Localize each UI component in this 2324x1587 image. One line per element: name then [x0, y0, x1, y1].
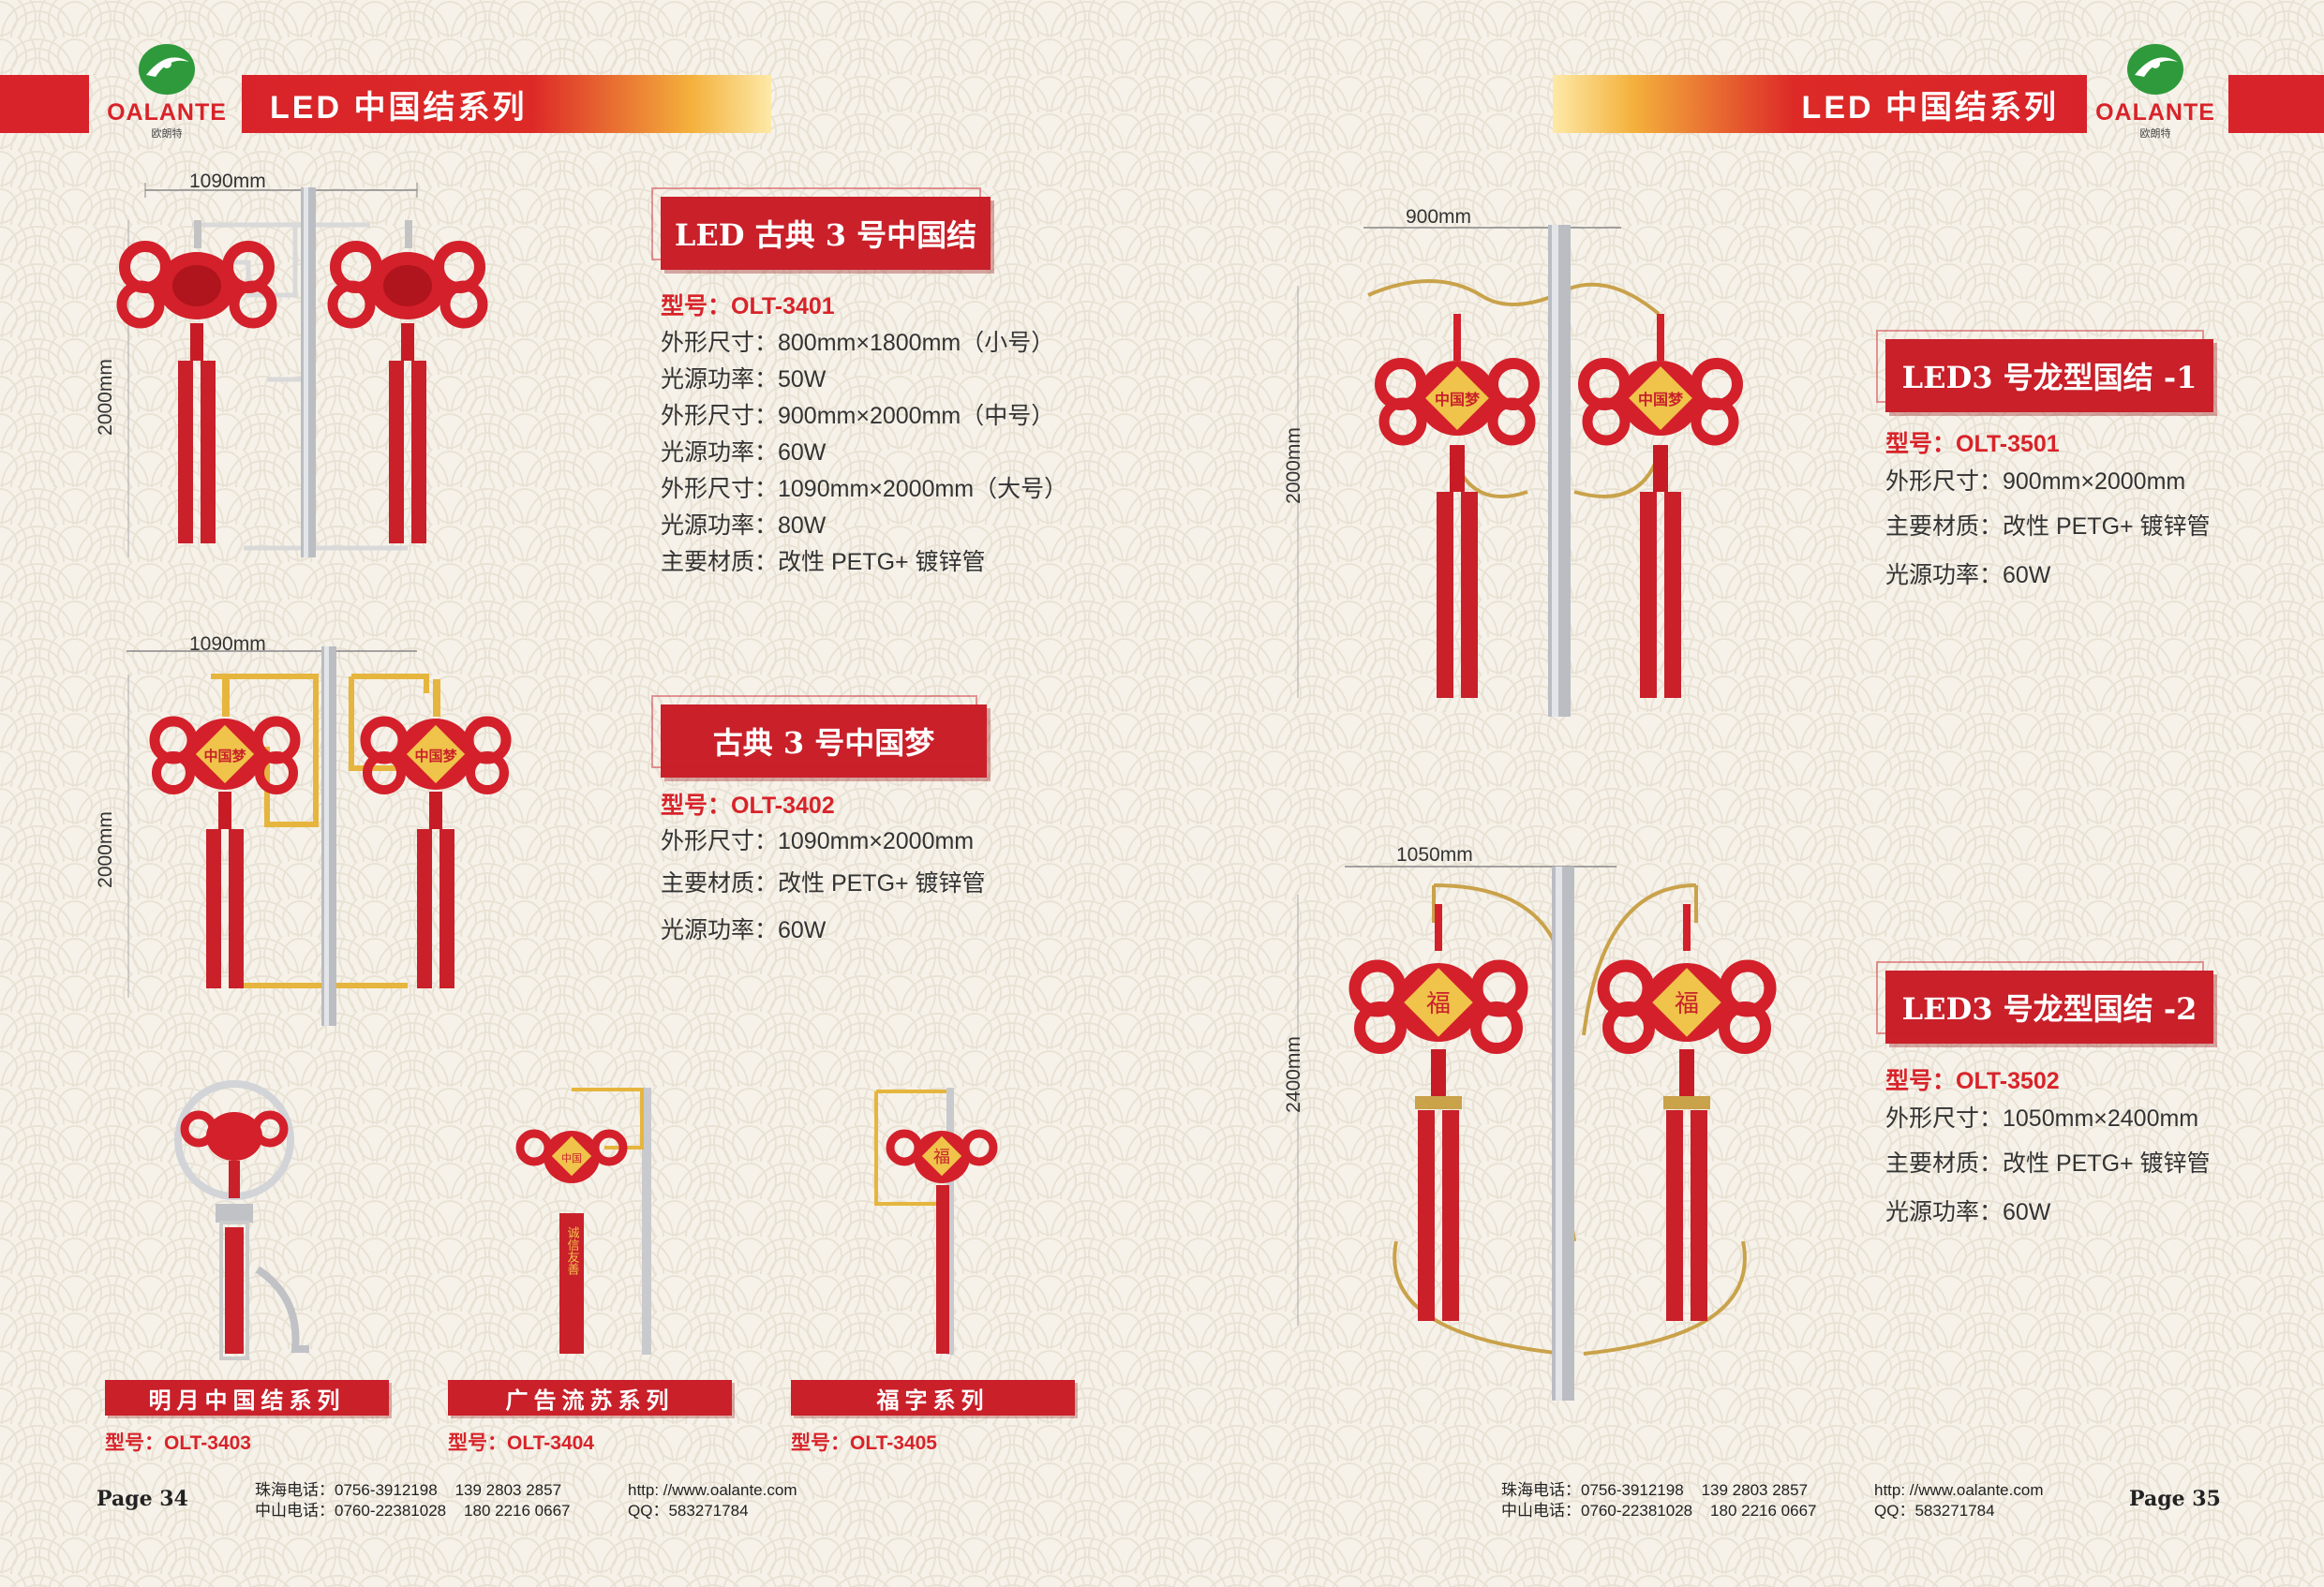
panel-text: 中国梦: [1638, 391, 1684, 408]
phone-zhongshan: 中山电话：0760-22381028: [255, 1502, 447, 1520]
spec-line: 光源功率：60W: [661, 439, 827, 466]
panel-text: 福: [1675, 990, 1699, 1018]
phone-zhuhai: 珠海电话：0756-3912198: [255, 1481, 438, 1499]
spec-line: 光源功率：50W: [661, 366, 827, 393]
footer-contact-left: 珠海电话：0756-3912198 139 2803 2857 中山电话：076…: [255, 1480, 570, 1521]
spec-line: 主要材质：改性 PETG+ 镀锌管: [661, 870, 986, 897]
caption-model: 型号：OLT-3405: [791, 1432, 937, 1454]
product-model: 型号：OLT-3501: [1885, 431, 2060, 457]
product-title-olt-3402: 古典 3 号中国梦: [651, 695, 987, 778]
product-model: 型号：OLT-3402: [661, 793, 835, 819]
caption-olt-3405: 福字系列: [791, 1380, 1075, 1416]
panel-text: 中国: [561, 1152, 582, 1164]
product-image-olt-3502: 福 福: [1297, 866, 1777, 1401]
caption-model: 型号：OLT-3403: [105, 1432, 251, 1454]
panel-text: 福: [933, 1148, 950, 1167]
product-image-olt-3401: [116, 183, 488, 557]
page-number-left: Page 34: [97, 1487, 188, 1511]
footer-web-left: http: //www.oalante.com QQ：583271784: [628, 1480, 797, 1521]
product-image-olt-3403: [174, 1080, 309, 1360]
footer-web-right: http: //www.oalante.com QQ：583271784: [1874, 1480, 2043, 1521]
product-title-olt-3401: LED 古典 3 号中国结: [651, 187, 991, 270]
phone-zhuhai: 珠海电话：0756-3912198: [1501, 1481, 1684, 1499]
panel-text: 福: [1426, 990, 1451, 1018]
product-model: 型号：OLT-3502: [1885, 1068, 2060, 1094]
panel-text: 中国梦: [203, 748, 246, 764]
website-link[interactable]: http: //www.oalante.com: [1874, 1481, 2044, 1499]
product-specs-olt-3402: 型号：OLT-3402 外形尺寸：1090mm×2000mm 主要材质：改性 P…: [661, 789, 986, 954]
caption-olt-3404: 广告流苏系列: [448, 1380, 732, 1416]
product-specs-olt-3502: 型号：OLT-3502 外形尺寸：1050mm×2400mm 主要材质：改性 P…: [1885, 1064, 2211, 1237]
width-dimension: 1050mm: [1396, 844, 1473, 866]
height-dimension: 2000mm: [1282, 427, 1304, 504]
product-title-olt-3502: LED3 号龙型国结 -2: [1876, 961, 2213, 1044]
header-red-strip-right: [2228, 75, 2324, 133]
spec-line: 主要材质：改性 PETG+ 镀锌管: [1885, 513, 2211, 540]
product-specs-olt-3501: 型号：OLT-3501 外形尺寸：900mm×2000mm 主要材质：改性 PE…: [1885, 427, 2211, 600]
spec-line: 主要材质：改性 PETG+ 镀锌管: [1885, 1150, 2211, 1177]
spec-line: 外形尺寸：1090mm×2000mm: [661, 828, 975, 854]
spec-line: 外形尺寸：900mm×2000mm（中号）: [661, 403, 1055, 429]
qq-contact: QQ：583271784: [628, 1502, 749, 1520]
brand-logo-left: OALANTE 欧朗特: [101, 36, 232, 140]
brand-name-cn: 欧朗特: [2139, 128, 2171, 140]
mobile-zhuhai: 139 2803 2857: [454, 1481, 562, 1499]
page-number-right: Page 35: [2129, 1487, 2221, 1511]
banner-text: 诚信友善: [565, 1226, 580, 1276]
caption-olt-3403: 明月中国结系列: [105, 1380, 389, 1416]
product-title-olt-3501: LED3 号龙型国结 -1: [1876, 330, 2213, 412]
spec-line: 主要材质：改性 PETG+ 镀锌管: [661, 549, 986, 575]
spec-line: 光源功率：60W: [661, 917, 827, 943]
product-specs-olt-3401: 型号：OLT-3401 外形尺寸：800mm×1800mm（小号） 光源功率：5…: [661, 289, 1067, 581]
header-red-strip-left: [0, 75, 89, 133]
brand-logo-right: OALANTE 欧朗特: [2090, 36, 2221, 140]
footer-contact-right: 珠海电话：0756-3912198 139 2803 2857 中山电话：076…: [1501, 1480, 1816, 1521]
height-dimension: 2400mm: [1282, 1036, 1304, 1113]
height-dimension: 2000mm: [94, 359, 116, 436]
series-banner-left: LED 中国结系列: [242, 75, 771, 133]
product-model: 型号：OLT-3401: [661, 293, 835, 319]
product-image-olt-3402: 中国梦 中国梦: [127, 646, 512, 1026]
width-dimension: 900mm: [1406, 206, 1472, 228]
series-banner-right: LED 中国结系列: [1553, 75, 2087, 133]
spec-line: 光源功率：60W: [1885, 562, 2051, 588]
logo-icon: [2127, 44, 2183, 95]
width-dimension: 1090mm: [189, 633, 266, 655]
spec-line: 光源功率：80W: [661, 512, 827, 539]
mobile-zhongshan: 180 2216 0667: [464, 1502, 571, 1520]
brand-name: OALANTE: [107, 99, 227, 126]
caption-model: 型号：OLT-3404: [448, 1432, 594, 1454]
spec-line: 外形尺寸：1050mm×2400mm: [1885, 1105, 2199, 1132]
brand-name-cn: 欧朗特: [151, 128, 183, 140]
height-dimension: 2000mm: [94, 811, 116, 888]
panel-text: 中国梦: [1435, 391, 1481, 408]
product-image-olt-3405: 福: [874, 1088, 998, 1355]
website-link[interactable]: http: //www.oalante.com: [628, 1481, 797, 1499]
panel-text: 中国梦: [414, 748, 457, 764]
spec-line: 外形尺寸：900mm×2000mm: [1885, 468, 2186, 495]
brand-name: OALANTE: [2095, 99, 2215, 126]
product-image-olt-3501: 中国梦 中国梦: [1297, 225, 1743, 717]
spec-line: 外形尺寸：1090mm×2000mm（大号）: [661, 476, 1068, 502]
logo-icon: [139, 44, 195, 95]
product-image-olt-3404: 中国 诚信友善: [515, 1088, 651, 1355]
width-dimension: 1090mm: [189, 171, 266, 192]
mobile-zhuhai: 139 2803 2857: [1701, 1481, 1809, 1499]
qq-contact: QQ：583271784: [1874, 1502, 1995, 1520]
mobile-zhongshan: 180 2216 0667: [1710, 1502, 1817, 1520]
spec-line: 外形尺寸：800mm×1800mm（小号）: [661, 330, 1055, 356]
spec-line: 光源功率：60W: [1885, 1199, 2051, 1225]
phone-zhongshan: 中山电话：0760-22381028: [1501, 1502, 1693, 1520]
